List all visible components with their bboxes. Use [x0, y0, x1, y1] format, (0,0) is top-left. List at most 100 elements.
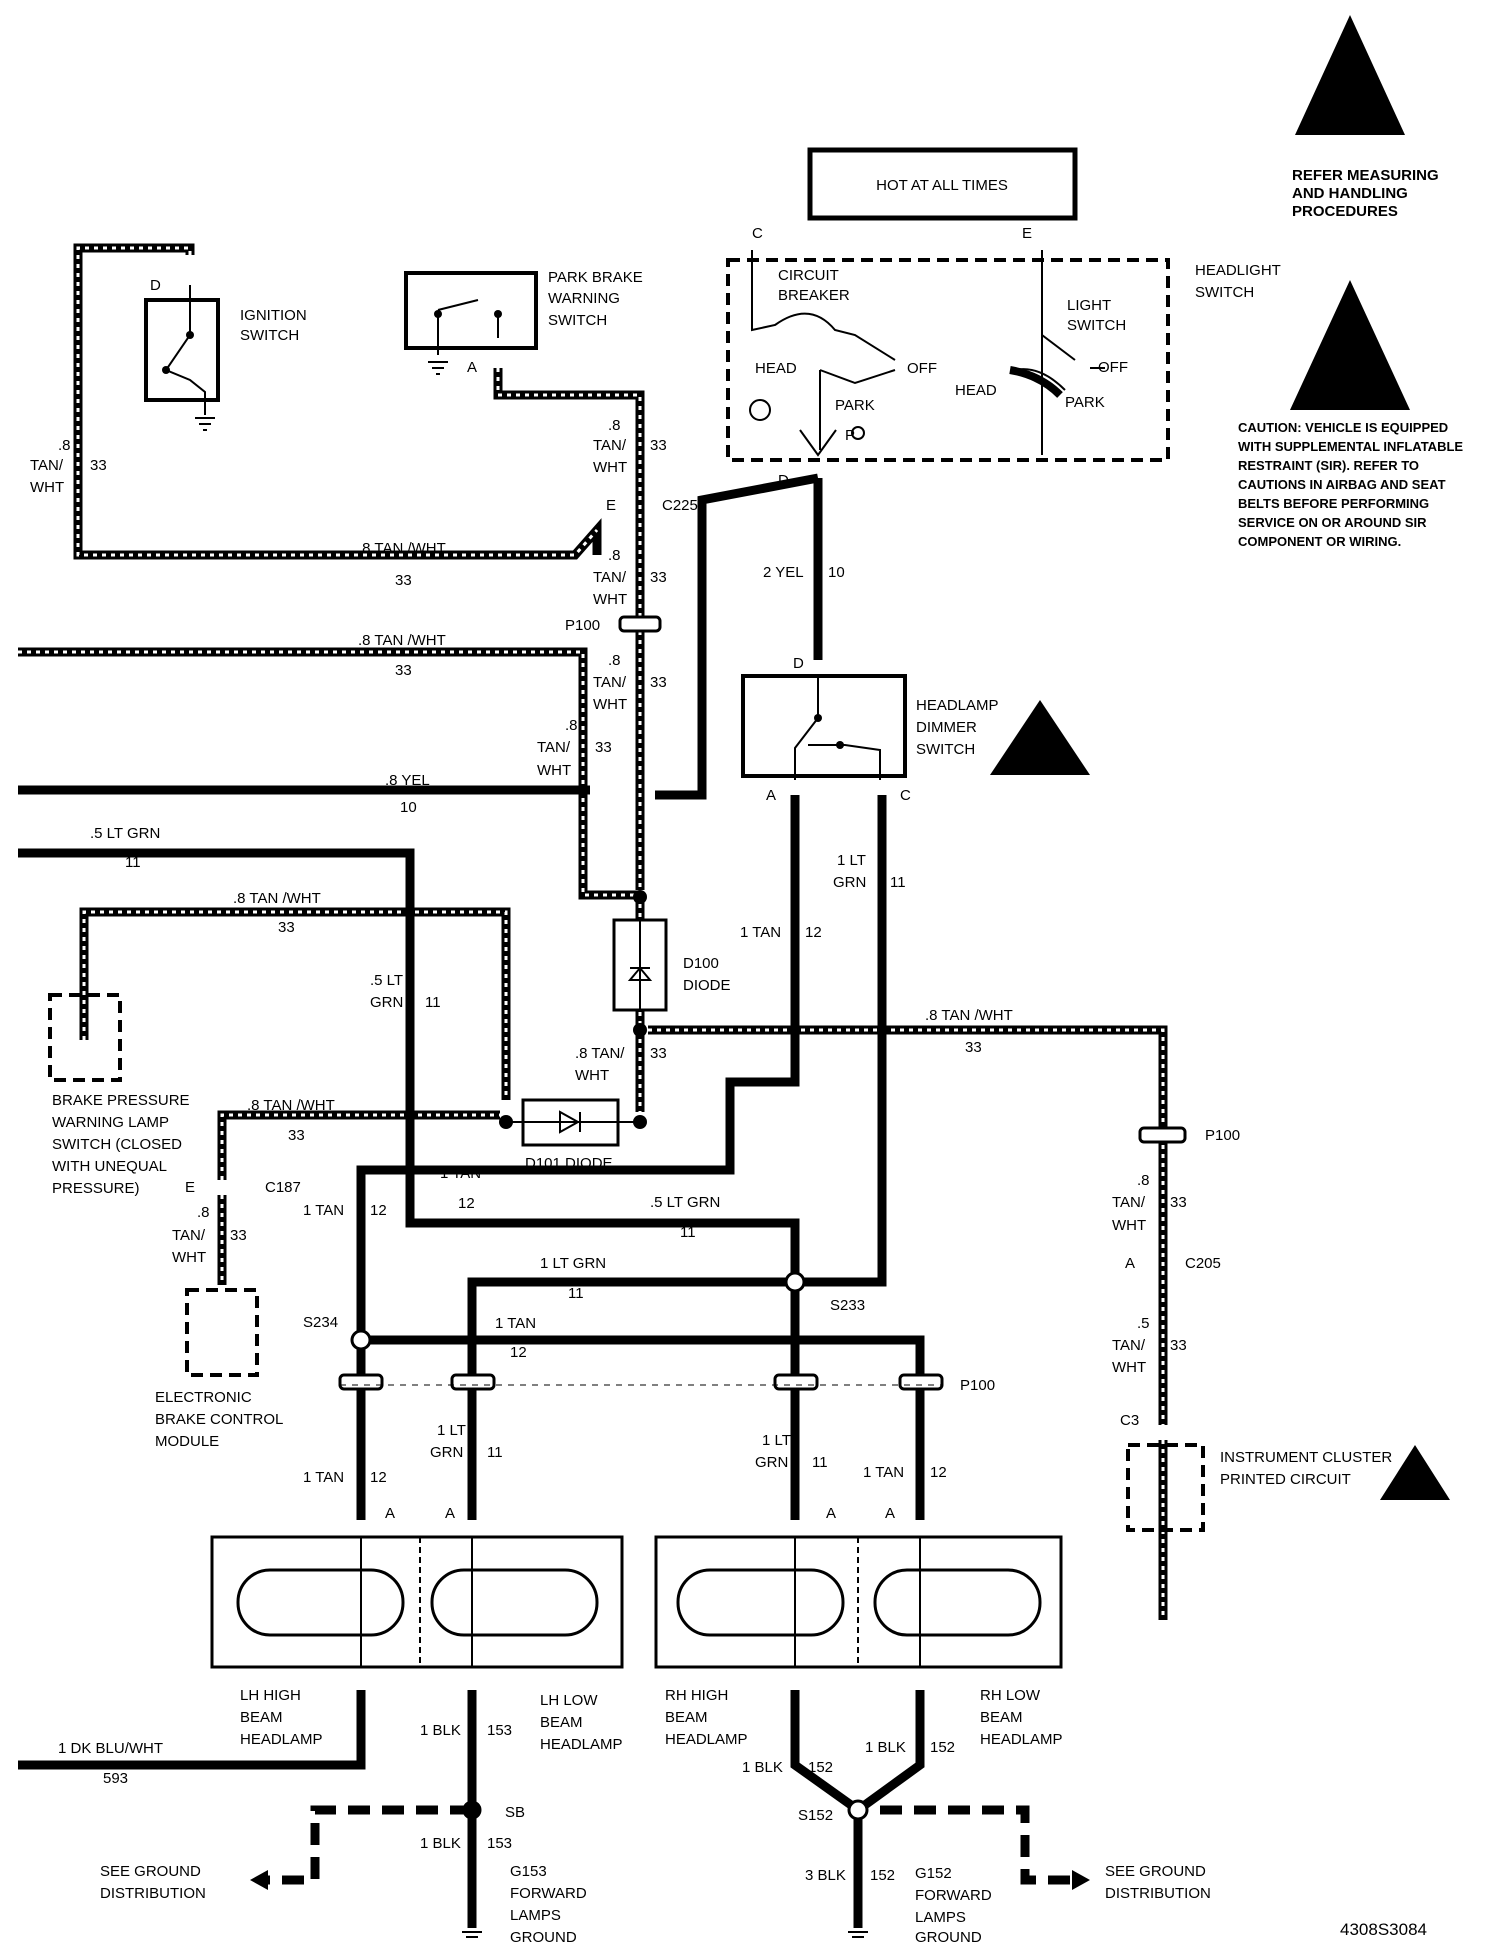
diagram-label: DIMMER [916, 719, 977, 736]
diagram-label: WHT [1112, 1359, 1146, 1376]
diagram-label: TAN/ [593, 674, 627, 691]
diagram-label: .8 [608, 417, 621, 434]
diagram-label: RH HIGH [665, 1687, 728, 1704]
diagram-label: LIGHT [1067, 297, 1111, 314]
diagram-label: .8 TAN /WHT [925, 1007, 1013, 1024]
diagram-label: SERVICE ON OR AROUND SIR [1238, 515, 1427, 530]
diagram-label: S152 [798, 1807, 833, 1824]
diagram-label: WHT [593, 696, 627, 713]
diagram-label: SWITCH [916, 741, 975, 758]
diagram-label: 12 [458, 1195, 475, 1212]
diagram-label: IGNITION [240, 307, 307, 324]
diagram-label: A [826, 1505, 836, 1522]
diagram-label: 10 [828, 564, 845, 581]
diagram-label: WITH SUPPLEMENTAL INFLATABLE [1238, 439, 1463, 454]
diagram-label: 1 TAN [303, 1202, 344, 1219]
ebcm-box [185, 1288, 259, 1377]
diagram-label: PROCEDURES [1292, 203, 1398, 220]
diagram-label: 11 [890, 874, 906, 891]
diagram-label: SEE GROUND [1105, 1863, 1206, 1880]
diagram-label: D101 DIODE [525, 1155, 613, 1172]
diagram-label: A [445, 1505, 455, 1522]
dimmer-switch-contacts [794, 676, 881, 780]
headlamp-dimmer-switch-box [741, 674, 907, 778]
diagram-label: COMPONENT OR WIRING. [1238, 534, 1401, 549]
diagram-label: E [185, 1179, 195, 1196]
diagram-label: LAMPS [510, 1907, 561, 1924]
diagram-label: GROUND [915, 1929, 982, 1944]
ignition-switch-contacts [164, 285, 206, 415]
component-labels: REFER MEASURING AND HANDLING PROCEDURES … [52, 167, 1463, 1944]
diagram-label: 11 [812, 1454, 828, 1471]
diagram-label: 33 [230, 1227, 247, 1244]
diagram-label: 33 [395, 662, 412, 679]
diagram-label: CAUTION: VEHICLE IS EQUIPPED [1238, 420, 1448, 435]
diagram-label: WITH UNEQUAL [52, 1158, 167, 1175]
diagram-label: 11 [680, 1224, 696, 1241]
diagram-label: BEAM [240, 1709, 283, 1726]
diagram-label: 1 LT [837, 852, 866, 869]
diagram-label: MODULE [155, 1433, 219, 1450]
diagram-label: SWITCH [548, 312, 607, 329]
diagram-label: 33 [650, 437, 667, 454]
diagram-label: .5 [1137, 1315, 1150, 1332]
diagram-label: 12 [930, 1464, 947, 1481]
diagram-label: 11 [568, 1285, 584, 1302]
diagram-label: 1 LT [762, 1432, 791, 1449]
diagram-label: C [900, 787, 911, 804]
diagram-label: INSTRUMENT CLUSTER [1220, 1449, 1392, 1466]
diagram-label: WHT [30, 479, 64, 496]
diagram-label: TAN/ [537, 739, 571, 756]
diagram-label: G152 [915, 1865, 952, 1882]
diagram-label: BREAKER [778, 287, 850, 304]
diagram-label: BEAM [665, 1709, 708, 1726]
diagram-label: HEAD [955, 382, 997, 399]
diagram-label: 1 TAN [495, 1315, 536, 1332]
diagram-label: 2 YEL [763, 564, 804, 581]
splice-icons [350, 1271, 869, 1821]
diagram-label: P100 [1205, 1127, 1240, 1144]
diagram-label: FORWARD [510, 1885, 587, 1902]
diagram-label: AND HANDLING [1292, 185, 1408, 202]
cluster-esd-icon [1380, 1445, 1450, 1500]
diagram-label: SB [505, 1804, 525, 1821]
diagram-label: 1 LT [437, 1422, 466, 1439]
diagram-label: 33 [288, 1127, 305, 1144]
diagram-label: .8 TAN /WHT [358, 632, 446, 649]
diagram-label: A [885, 1505, 895, 1522]
diagram-label: C225 [662, 497, 698, 514]
diagram-label: 33 [965, 1039, 982, 1056]
diagram-label: D [778, 472, 789, 489]
diagram-label: DISTRIBUTION [100, 1885, 206, 1902]
diagram-label: TAN/ [30, 457, 64, 474]
diagram-label: .8 [608, 652, 621, 669]
diagram-label: REFER MEASURING [1292, 167, 1439, 184]
diagram-label: 33 [595, 739, 612, 756]
lh-high-beam-lamp [236, 1568, 405, 1637]
diagram-label: SWITCH [1067, 317, 1126, 334]
diagram-label: PRINTED CIRCUIT [1220, 1471, 1351, 1488]
diagram-label: ELECTRONIC [155, 1389, 252, 1406]
diagram-label: CIRCUIT [778, 267, 839, 284]
diagram-label: 1 DK BLU/WHT [58, 1740, 163, 1757]
diagram-label: 593 [103, 1770, 128, 1787]
diagram-label: WHT [575, 1067, 609, 1084]
diagram-label: SWITCH (CLOSED [52, 1136, 182, 1153]
diagram-label: 1 LT GRN [540, 1255, 606, 1272]
diagram-label: 11 [487, 1444, 503, 1461]
diagram-label: FORWARD [915, 1887, 992, 1904]
diagram-label: 33 [650, 1045, 667, 1062]
diagram-label: 12 [805, 924, 822, 941]
diagram-label: TAN/ [1112, 1194, 1146, 1211]
solid-wires [18, 473, 925, 1928]
wire-labels: .8 TAN/ WHT 33 .8 TAN /WHT 33 .8 TAN/ WH… [30, 417, 1187, 1884]
diagram-label: 33 [1170, 1337, 1187, 1354]
diagram-label: BEAM [540, 1714, 583, 1731]
diagram-label: GRN [430, 1444, 463, 1461]
diagram-label: 1 TAN [440, 1165, 481, 1182]
diagram-label: BEAM [980, 1709, 1023, 1726]
diagram-label: LAMPS [915, 1909, 966, 1926]
diagram-label: 3 BLK [805, 1867, 846, 1884]
esd-warning-icon [1295, 15, 1405, 135]
diagram-label: S233 [830, 1297, 865, 1314]
